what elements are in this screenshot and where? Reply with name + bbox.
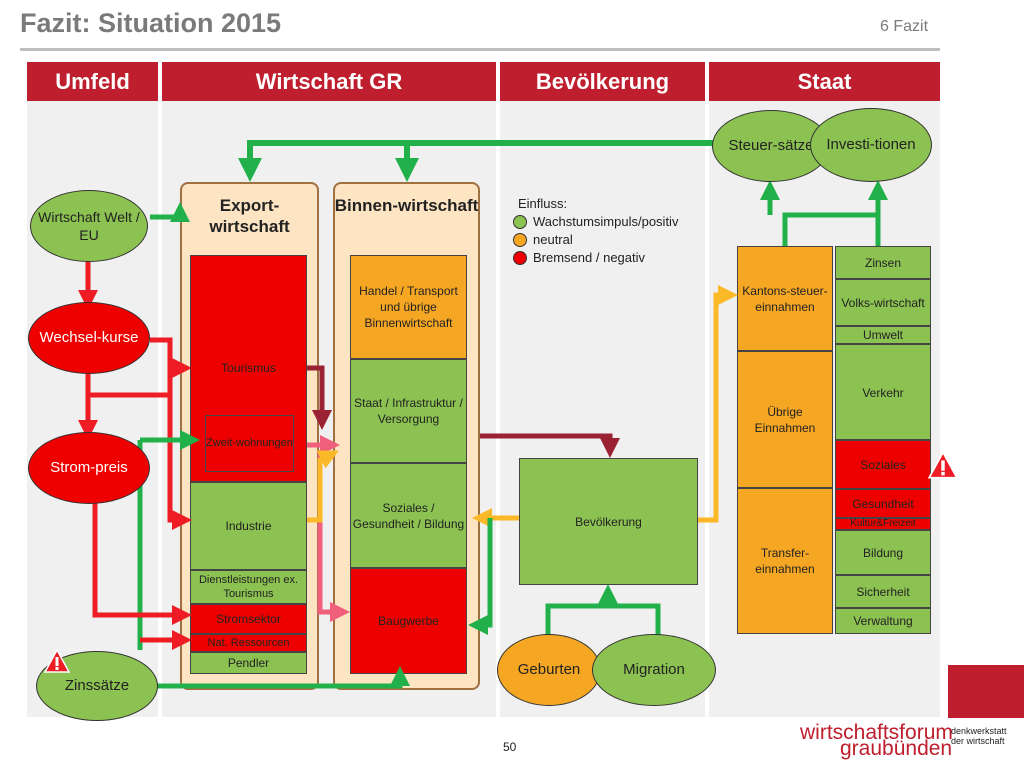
industrie-block: Industrie: [190, 482, 307, 570]
legend-dot-positive: [513, 215, 527, 229]
binnen-title: Binnen-wirtschaft: [334, 196, 479, 215]
column-header-staat: Staat: [709, 62, 940, 101]
verkehr-block: Verkehr: [835, 344, 931, 440]
arrow-bevoelkerung-to-kantonssteuer: [698, 285, 738, 523]
steuersaetze-oval: Steuer-sätze: [712, 110, 830, 182]
legend-label-positive: Wachstumsimpuls/positiv: [533, 214, 679, 229]
transfer-einnahmen-block: Transfer-einnahmen: [737, 488, 833, 634]
legend-label-negative: Bremsend / negativ: [533, 250, 646, 265]
legend-title: Einfluss:: [518, 196, 568, 211]
arrow-strom-to-stromsektor: [92, 500, 192, 625]
warning-icon: [44, 649, 70, 673]
bildung-block: Bildung: [835, 530, 931, 575]
geburten-oval: Geburten: [497, 634, 601, 706]
arrow-wechselkurse-to-tourismus: [150, 337, 192, 378]
kultur-block: Kultur&Freizeit: [835, 518, 931, 530]
title-divider: [20, 48, 940, 51]
arrow-tourismus-to-staat: [307, 365, 332, 430]
legend-label-neutral: neutral: [533, 232, 573, 247]
page-number: 50: [503, 740, 517, 754]
umwelt-block: Umwelt: [835, 326, 931, 344]
brand-tagline: denkwerkstatt der wirtschaft: [951, 726, 1007, 746]
column-bg-bevoelkerung: [500, 101, 705, 717]
bevoelkerung-block: Bevölkerung: [519, 458, 698, 585]
dienstleistungen-block: Dienstleistungen ex. Tourismus: [190, 570, 307, 604]
investitionen-oval: Investi-tionen: [810, 108, 932, 182]
column-header-wirtschaft: Wirtschaft GR: [162, 62, 496, 101]
gesundheit-block: Gesundheit: [835, 489, 931, 518]
brand-line-1: wirtschaftsforum: [800, 721, 953, 744]
brand-line-2: graubünden: [840, 737, 953, 760]
verwaltung-block: Verwaltung: [835, 608, 931, 634]
arrow-zinssaetze-to-baugewerbe: [155, 666, 410, 689]
volkswirtschaft-block: Volks-wirtschaft: [835, 279, 931, 326]
baugewerbe-block: Baugwerbe: [350, 568, 467, 674]
arrow-wechselkurse-to-industrie: [167, 368, 192, 530]
arrow-staat-to-wirtschaft: [238, 140, 718, 182]
handel-block: Handel / Transport und übrige Binnenwirt…: [350, 255, 467, 359]
page-title: Fazit: Situation 2015: [20, 8, 282, 38]
column-header-umfeld: Umfeld: [27, 62, 158, 101]
soziales-bildung-block: Soziales / Gesundheit / Bildung: [350, 463, 467, 568]
warning-icon: [928, 451, 958, 479]
nat-ressourcen-block: Nat. Ressourcen: [190, 634, 307, 652]
legend-dot-neutral: [513, 233, 527, 247]
wechselkurse-oval: Wechsel-kurse: [28, 302, 150, 374]
column-header-bevoelkerung: Bevölkerung: [500, 62, 705, 101]
zinsen-block: Zinsen: [835, 246, 931, 279]
arrow-bevoelkerung-to-baugewerbe: [468, 518, 493, 635]
soziales-staat-block: Soziales: [835, 440, 931, 489]
arrow-industrie-to-binnen: [307, 450, 339, 523]
kantonssteuer-block: Kantons-steuer-einnahmen: [737, 246, 833, 351]
sicherheit-block: Sicherheit: [835, 575, 931, 608]
legend-dot-negative: [513, 251, 527, 265]
zweitwohnungen-block: Zweit-wohnungen: [205, 415, 294, 472]
arrow-geburten-migration: [545, 603, 661, 635]
arrow-staat-feedback: [782, 212, 881, 246]
staat-infrastruktur-block: Staat / Infrastruktur / Versorgung: [350, 359, 467, 463]
export-title: Export-wirtschaft: [209, 196, 290, 236]
migration-oval: Migration: [592, 634, 716, 706]
arrow-zweitwohnungen-to-baugewerbe: [317, 450, 350, 622]
strompreis-oval: Strom-preis: [28, 432, 150, 504]
arrow-binnen-to-bevoelkerung: [480, 433, 620, 458]
logo-box: [948, 665, 1024, 718]
pendler-block: Pendler: [190, 652, 307, 674]
stromsektor-block: Stromsektor: [190, 604, 307, 634]
wirtschaft-welt-oval: Wirtschaft Welt / EU: [30, 190, 148, 262]
uebrige-einnahmen-block: Übrige Einnahmen: [737, 351, 833, 488]
chapter-label: 6 Fazit: [880, 18, 929, 35]
arrow-welt-to-export: [150, 202, 190, 222]
